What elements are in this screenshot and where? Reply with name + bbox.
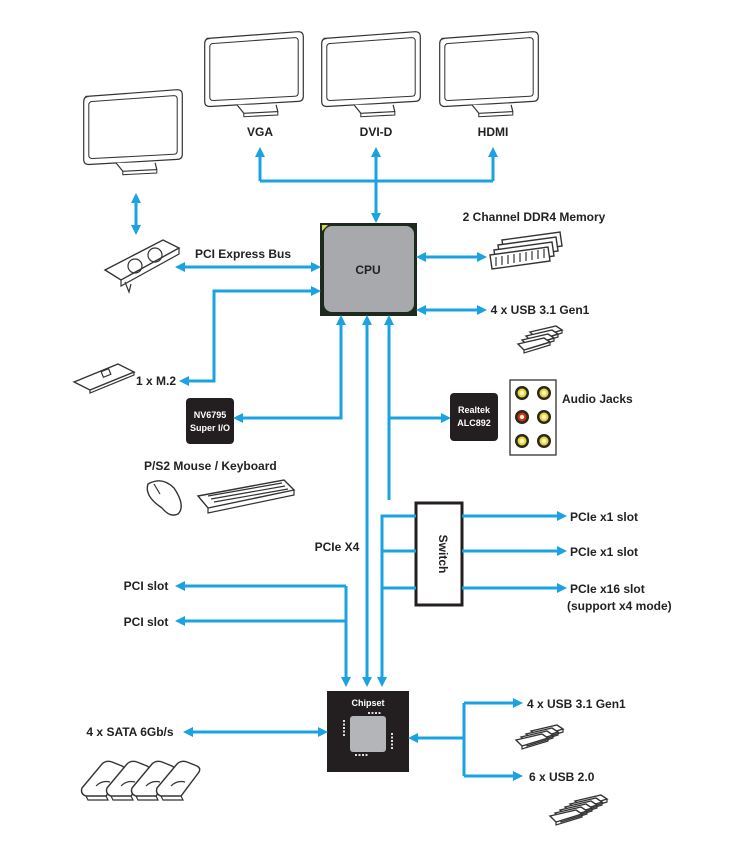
memory-label: 2 Channel DDR4 Memory	[463, 210, 606, 224]
audio-jacks-icon	[509, 379, 557, 456]
monitor-icon-hdmi	[439, 31, 539, 118]
ps2-label: P/S2 Mouse / Keyboard	[144, 459, 277, 473]
monitor-icon-discrete	[83, 89, 183, 176]
display-label-dvi: DVI-D	[360, 125, 393, 139]
pci-slot-label-1: PCI slot	[124, 579, 169, 593]
mouse-icon	[146, 480, 182, 516]
pcie-switch: Switch	[414, 501, 464, 607]
super-io-connector	[233, 315, 346, 423]
audio-jack-core	[519, 414, 525, 420]
switch-label: Switch	[436, 535, 450, 574]
audio-connector	[384, 315, 451, 423]
m2-connector	[179, 286, 321, 386]
cpu-label: CPU	[355, 263, 380, 277]
super-io-line2: Super I/O	[190, 423, 230, 433]
graphics-card-icon	[103, 239, 181, 294]
switch-chipset-connector	[377, 514, 416, 687]
pcie-slot-label-2: PCIe x1 slot	[570, 545, 638, 559]
usb-stick-icon-cpu	[517, 325, 563, 354]
audio-jack-core	[519, 438, 525, 444]
pci-slot-label-2: PCI slot	[124, 615, 169, 629]
display-label-hdmi: HDMI	[478, 125, 509, 139]
hard-drive-icon	[155, 760, 201, 801]
m2-label: 1 x M.2	[136, 374, 176, 388]
monitor-icon-vga	[204, 31, 304, 118]
audio-jack-core	[519, 390, 525, 396]
usb-stick-icon-chipset-2	[549, 794, 608, 826]
chipset-chip: Chipset	[327, 691, 409, 772]
display-connectors	[255, 147, 498, 223]
audio-jacks-label: Audio Jacks	[562, 392, 633, 406]
pcie-slot-label-3: PCIe x16 slot	[570, 582, 645, 596]
audio-jack-core	[541, 390, 547, 396]
keyboard-icon	[196, 479, 296, 514]
chipset-label: Chipset	[351, 698, 384, 708]
audio-codec-line1: Realtek	[458, 405, 491, 415]
pcie-slot-note-3: (support x4 mode)	[567, 599, 672, 613]
pci-express-label: PCI Express Bus	[195, 247, 291, 261]
sata-label: 4 x SATA 6Gb/s	[86, 725, 173, 739]
memory-module-icon	[489, 231, 563, 270]
audio-codec-chip: Realtek ALC892	[450, 393, 498, 441]
chipset-usb-label-1: 4 x USB 3.1 Gen1	[527, 697, 626, 711]
monitor-icon-dvi	[321, 31, 421, 118]
audio-codec-line2: ALC892	[457, 418, 491, 428]
audio-jack-core	[541, 414, 547, 420]
pcie-x4-label: PCIe X4	[315, 540, 360, 554]
display-label-vga: VGA	[247, 125, 273, 139]
m2-card-icon	[72, 363, 136, 394]
audio-jack-core	[541, 438, 547, 444]
super-io-line1: NV6795	[194, 410, 227, 420]
cpu-usb-label: 4 x USB 3.1 Gen1	[491, 303, 590, 317]
usb-stick-icon-chipset-1	[515, 724, 564, 750]
cpu-chip: CPU	[320, 223, 417, 316]
super-io-chip: NV6795 Super I/O	[186, 398, 234, 444]
hard-drive-icons	[80, 760, 201, 801]
chipset-usb-label-2: 6 x USB 2.0	[529, 770, 595, 784]
pcie-slot-label-1: PCIe x1 slot	[570, 510, 638, 524]
